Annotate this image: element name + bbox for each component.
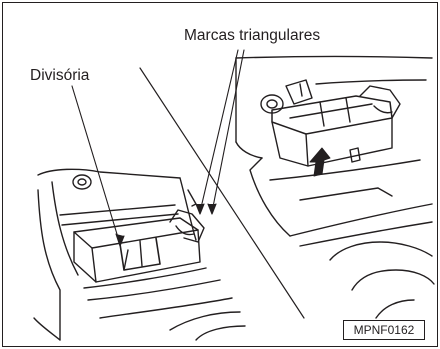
right-console-view xyxy=(235,55,435,319)
figure-code: MPNF0162 xyxy=(353,323,415,337)
lift-arrow xyxy=(309,147,331,177)
divider-wall xyxy=(119,237,161,271)
figure-code-box: MPNF0162 xyxy=(343,320,425,340)
leader-lines xyxy=(71,49,245,247)
figure-frame xyxy=(2,2,438,347)
divider-label: Divisória xyxy=(30,67,90,84)
triangular-marks-label: Marcas triangulares xyxy=(184,27,321,44)
left-console-view xyxy=(33,168,246,341)
view-separator-line xyxy=(139,67,305,319)
lifted-tray xyxy=(271,95,393,135)
